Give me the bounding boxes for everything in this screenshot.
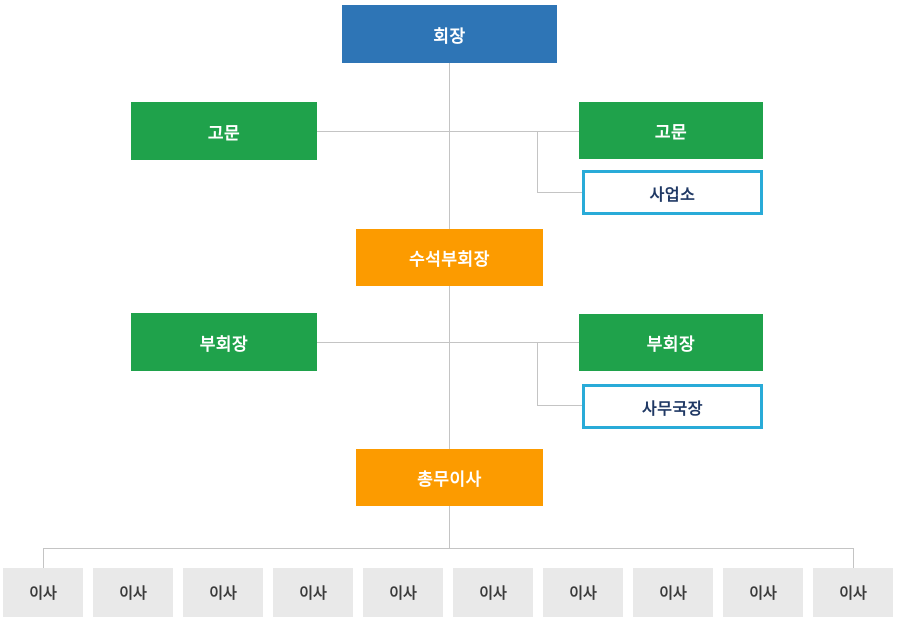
director-node: 이사 [273,568,353,617]
business-office-node: 사업소 [582,170,763,215]
connector-business-office-arm [537,192,582,193]
connector-secretary-drop [537,342,538,406]
vice-chairman-right-node: 부회장 [579,314,763,371]
director-node: 이사 [183,568,263,617]
vice-chairman-left-node: 부회장 [131,313,317,371]
director-node: 이사 [723,568,803,617]
director-node: 이사 [543,568,623,617]
connector-secretary-arm [537,405,582,406]
connector-directors-right-drop [853,548,854,568]
director-node: 이사 [363,568,443,617]
director-node: 이사 [3,568,83,617]
secretary-general-node: 사무국장 [582,384,763,429]
director-node: 이사 [813,568,893,617]
connector-vice-chairmen-horizontal [317,342,580,343]
connector-chairman-to-senior-vice [449,63,450,229]
connector-advisors-horizontal [317,131,580,132]
connector-senior-vice-to-general [449,286,450,449]
general-affairs-director-node: 총무이사 [356,449,543,506]
senior-vice-chairman-node: 수석부회장 [356,229,543,286]
director-node: 이사 [453,568,533,617]
advisor-right-node: 고문 [579,102,763,159]
director-node: 이사 [633,568,713,617]
connector-business-office-drop [537,131,538,193]
connector-directors-left-drop [43,548,44,568]
connector-general-to-directors [449,506,450,548]
chairman-node: 회장 [342,5,557,63]
director-node: 이사 [93,568,173,617]
advisor-left-node: 고문 [131,102,317,160]
connector-directors-horizontal [43,548,853,549]
